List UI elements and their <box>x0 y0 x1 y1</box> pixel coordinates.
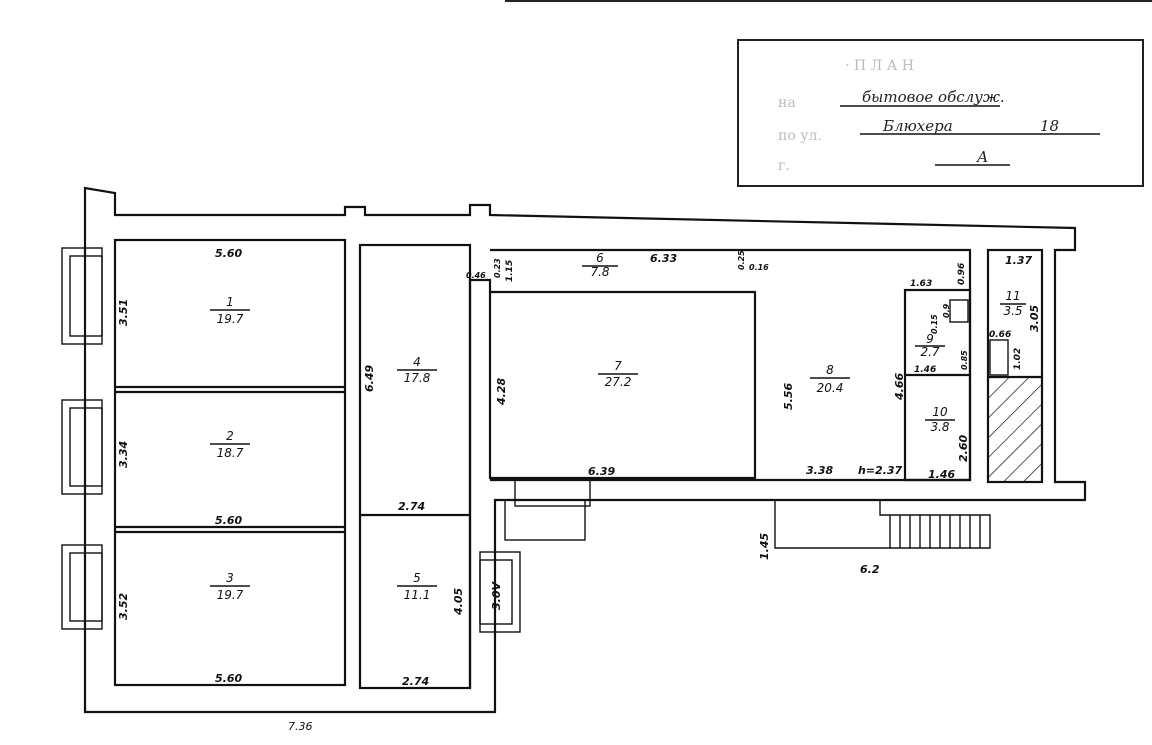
room-5: 511.1 <box>397 571 437 602</box>
room-8: 820.4 <box>810 363 850 395</box>
room-labels: 119.7 218.7 319.7 417.8 511.1 67.8 727.2… <box>210 251 1026 602</box>
svg-text:7: 7 <box>614 359 622 373</box>
dim: 4.05 <box>452 588 465 616</box>
svg-text:6: 6 <box>596 251 604 265</box>
dim: 5.56 <box>782 383 795 410</box>
dim: 0.46 <box>466 271 486 280</box>
dim: 1.46 <box>914 365 936 375</box>
svg-text:1: 1 <box>226 295 234 309</box>
svg-text:19.7: 19.7 <box>217 588 244 602</box>
svg-text:7.8: 7.8 <box>590 265 609 279</box>
dimension-labels: 5.60 3.51 3.34 5.60 3.52 5.60 6.49 2.74 … <box>117 247 1041 733</box>
svg-text:11: 11 <box>1005 289 1020 303</box>
svg-text:5: 5 <box>413 571 421 585</box>
dim: 1.15 <box>505 260 515 282</box>
dim: 1.46 <box>928 468 955 481</box>
svg-text:3.8: 3.8 <box>930 420 949 434</box>
room-2: 218.7 <box>210 429 250 460</box>
dim: 1.63 <box>910 279 932 289</box>
dim: 4.28 <box>495 378 508 406</box>
dim: 6.2 <box>860 563 880 576</box>
svg-text:3: 3 <box>226 571 234 585</box>
dim: 2.60 <box>957 435 970 462</box>
title-row3-value: А <box>976 148 988 166</box>
dim: 1.45 <box>758 533 771 560</box>
dim: 0.85 <box>960 350 969 370</box>
svg-text:20.4: 20.4 <box>817 381 844 395</box>
room-4: 417.8 <box>397 355 437 385</box>
svg-text:2: 2 <box>226 429 234 443</box>
dim: 3.0V <box>490 581 503 610</box>
dim: 5.60 <box>215 247 242 260</box>
room-11: 113.5 <box>1000 289 1026 318</box>
staircase <box>774 500 991 549</box>
svg-text:27.2: 27.2 <box>605 375 632 389</box>
svg-text:17.8: 17.8 <box>404 371 431 385</box>
dim: 5.60 <box>215 514 242 527</box>
title-row1-value: бытовое обслуж. <box>862 88 1005 106</box>
dim: 6.39 <box>588 465 615 478</box>
svg-text:8: 8 <box>826 363 834 377</box>
svg-text:9: 9 <box>926 332 934 346</box>
dim: 3.52 <box>117 593 130 620</box>
title-block: · П Л А Н на бытовое обслуж. по ул. Блюх… <box>737 39 1144 187</box>
dim: 3.05 <box>1028 305 1041 332</box>
svg-text:2.7: 2.7 <box>920 345 939 359</box>
room-3: 319.7 <box>210 571 250 602</box>
dim: 0.96 <box>957 263 967 285</box>
svg-text:18.7: 18.7 <box>217 446 244 460</box>
dim: 6.33 <box>650 252 677 265</box>
windows <box>61 247 591 633</box>
svg-text:3.5: 3.5 <box>1003 304 1022 318</box>
dim: 6.49 <box>363 365 376 392</box>
dim: 2.74 <box>398 500 425 513</box>
dim: 1.37 <box>1005 254 1032 267</box>
title-row1-prefix: на <box>778 95 796 111</box>
dim: 0.66 <box>989 330 1011 340</box>
dim: 7.36 <box>288 720 313 733</box>
room-7: 727.2 <box>598 359 638 389</box>
title-row2-number: 18 <box>1040 117 1059 135</box>
svg-text:11.1: 11.1 <box>404 588 431 602</box>
title-heading: · П Л А Н <box>845 58 914 74</box>
svg-text:4: 4 <box>413 355 421 369</box>
dim: 3.51 <box>117 299 130 326</box>
dim: 3.34 <box>117 441 130 468</box>
dim: 0.15 <box>930 314 939 334</box>
dim: 2.74 <box>402 675 429 688</box>
title-row3-prefix: г. <box>778 158 790 174</box>
dim: 1.02 <box>1013 348 1023 370</box>
walls <box>83 186 1087 714</box>
dim: 3.38 <box>806 464 833 477</box>
svg-text:10: 10 <box>932 405 948 419</box>
room-1: 119.7 <box>210 295 250 326</box>
title-row2-value: Блюхера <box>882 117 953 135</box>
dim: 5.60 <box>215 672 242 685</box>
dim: 0.25 <box>737 250 746 270</box>
dim: h=2.37 <box>858 464 903 477</box>
room-10: 103.8 <box>925 405 955 434</box>
dim: 4.66 <box>893 373 906 401</box>
dim: 0.9 <box>942 303 951 318</box>
room-6: 67.8 <box>582 251 618 279</box>
title-row2-prefix: по ул. <box>778 128 822 144</box>
dim: 0.16 <box>749 263 769 272</box>
dim: 0.23 <box>493 258 502 278</box>
svg-text:19.7: 19.7 <box>217 312 244 326</box>
room-9: 92.7 <box>915 332 945 359</box>
